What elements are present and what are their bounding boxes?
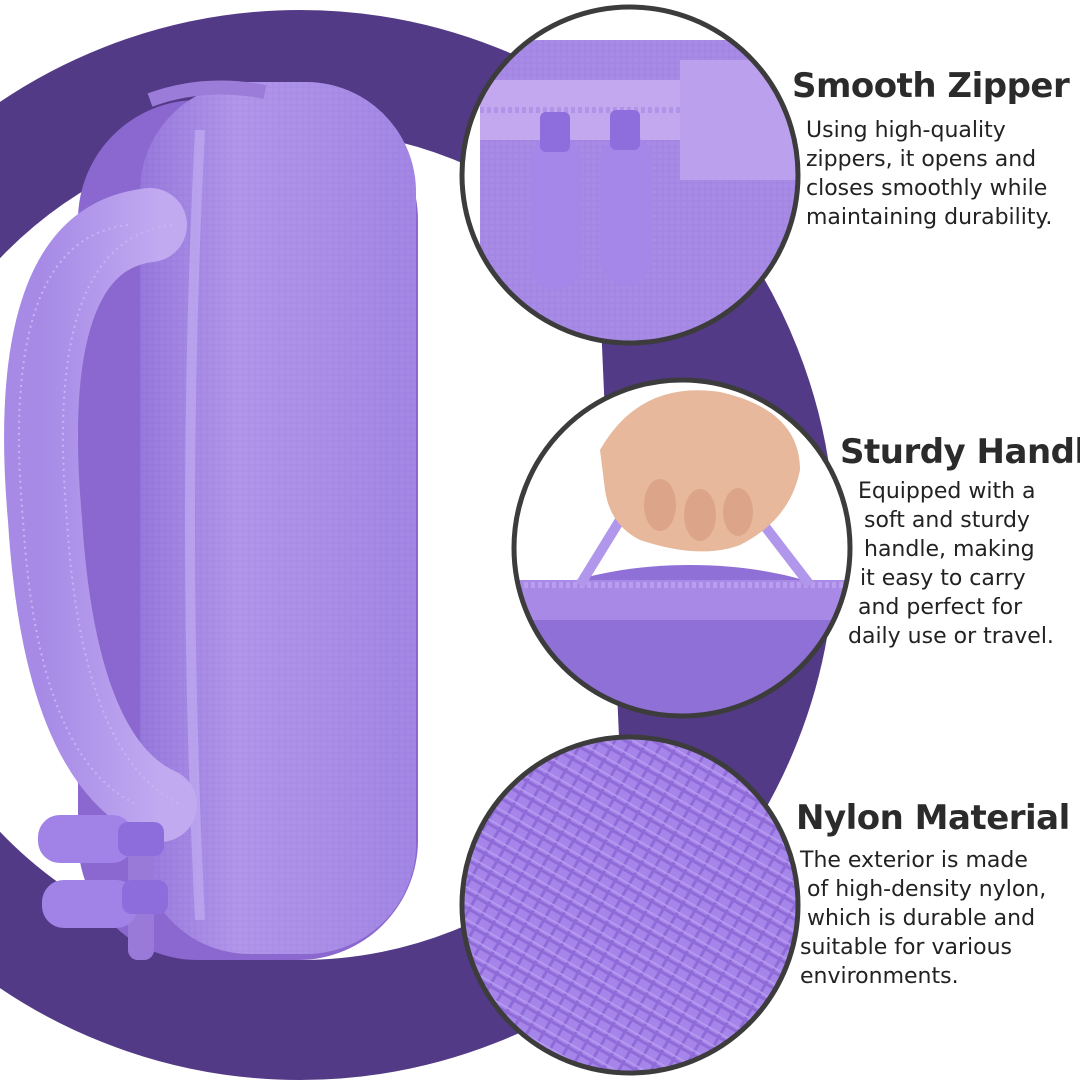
handle-strap bbox=[3, 188, 197, 842]
description-line: environments. bbox=[800, 964, 959, 989]
description-line: soft and sturdy bbox=[864, 508, 1030, 533]
description-line: The exterior is made bbox=[800, 848, 1028, 873]
hand-holding-handle-icon bbox=[511, 377, 853, 719]
feature-description-sturdy-handle: Equipped with a soft and sturdy handle, … bbox=[848, 477, 1054, 651]
description-line: suitable for various bbox=[800, 935, 1012, 960]
zipper-pull-icon bbox=[38, 815, 168, 928]
description-line: maintaining durability. bbox=[806, 205, 1053, 230]
description-line: and perfect for bbox=[858, 595, 1023, 620]
description-line: Equipped with a bbox=[858, 479, 1036, 504]
feature-title-nylon-material: Nylon Material bbox=[796, 798, 1070, 838]
zipper-detail-circle bbox=[459, 4, 801, 346]
description-line: of high-density nylon, bbox=[800, 877, 1047, 902]
feature-title-sturdy-handle: Sturdy Handle bbox=[840, 432, 1080, 472]
nylon-texture-icon bbox=[459, 734, 801, 1076]
description-line: zippers, it opens and bbox=[806, 147, 1037, 172]
description-line: it easy to carry bbox=[860, 566, 1026, 591]
feature-description-nylon-material: The exterior is made of high-density nyl… bbox=[800, 846, 1046, 991]
description-line: handle, making bbox=[864, 537, 1035, 562]
description-line: which is durable and bbox=[800, 906, 1036, 931]
description-line: daily use or travel. bbox=[848, 624, 1054, 649]
description-line: closes smoothly while bbox=[806, 176, 1048, 201]
feature-title-smooth-zipper: Smooth Zipper bbox=[792, 66, 1070, 106]
description-line: Using high-quality bbox=[806, 118, 1006, 143]
feature-description-smooth-zipper: Using high-quality zippers, it opens and… bbox=[806, 116, 1052, 232]
